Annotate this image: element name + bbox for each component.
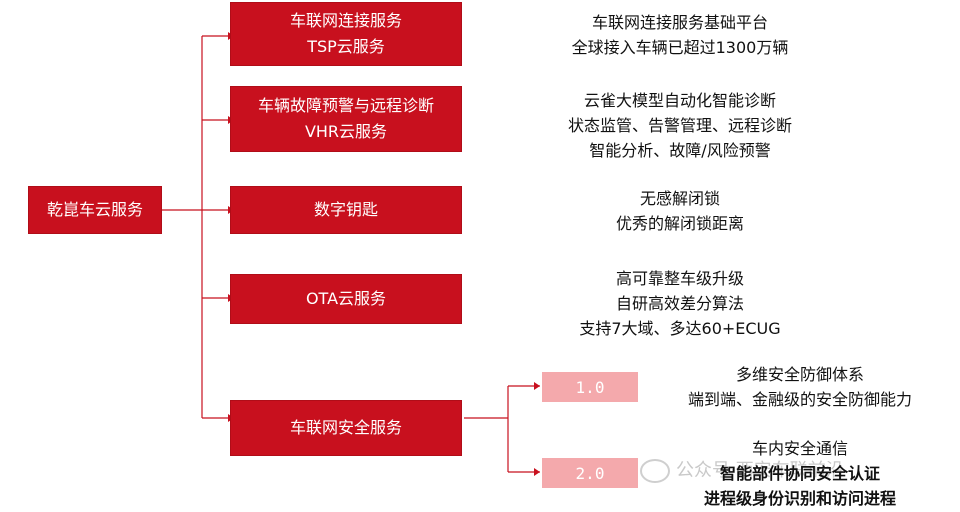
branch-digital-key-desc: 无感解闭锁 优秀的解闭锁距离 (520, 186, 840, 236)
branch-security-label: 车联网安全服务 (289, 418, 402, 437)
branch-ota-desc: 高可靠整车级升级 自研高效差分算法 支持7大域、多达60+ECUG (520, 266, 840, 341)
branch-tsp-line1: 车联网连接服务 (289, 11, 402, 30)
watermark-text: 公众号·西安车联前沿 (676, 460, 844, 481)
branch-security: 车联网安全服务 (230, 400, 462, 456)
security-sub-1-desc: 多维安全防御体系 端到端、金融级的安全防御能力 (660, 362, 940, 412)
desc-line: 自研高效差分算法 (615, 294, 744, 313)
desc-line: 全球接入车辆已超过1300万辆 (571, 38, 789, 57)
branch-tsp: 车联网连接服务 TSP云服务 (230, 2, 462, 66)
root-label: 乾崑车云服务 (46, 200, 143, 219)
desc-line: 进程级身份识别和访问进程 (703, 489, 896, 508)
security-sub-1: 1.0 (542, 372, 638, 402)
desc-line: 云雀大模型自动化智能诊断 (583, 91, 776, 110)
branch-vhr-desc: 云雀大模型自动化智能诊断 状态监管、告警管理、远程诊断 智能分析、故障/风险预警 (520, 88, 840, 163)
watermark: 公众号·西安车联前沿 (640, 456, 844, 483)
desc-line: 车内安全通信 (751, 439, 848, 458)
branch-digital-key: 数字钥匙 (230, 186, 462, 234)
branch-vhr-line2: VHR云服务 (304, 122, 388, 141)
branch-ota: OTA云服务 (230, 274, 462, 324)
wechat-icon (640, 459, 670, 483)
security-sub-2-desc: 车内安全通信 智能部件协同安全认证 进程级身份识别和访问进程 (660, 436, 940, 511)
desc-line: 多维安全防御体系 (735, 365, 864, 384)
desc-line: 车联网连接服务基础平台 (591, 13, 768, 32)
security-sub-1-label: 1.0 (575, 377, 605, 397)
desc-line: 智能分析、故障/风险预警 (589, 141, 771, 160)
branch-vhr: 车辆故障预警与远程诊断 VHR云服务 (230, 86, 462, 152)
root-node: 乾崑车云服务 (28, 186, 162, 234)
desc-line: 无感解闭锁 (639, 189, 720, 208)
desc-line: 状态监管、告警管理、远程诊断 (567, 116, 792, 135)
desc-line: 智能部件协同安全认证 (719, 464, 880, 483)
branch-vhr-line1: 车辆故障预警与远程诊断 (257, 96, 434, 115)
desc-line: 支持7大域、多达60+ECUG (579, 319, 781, 338)
desc-line: 端到端、金融级的安全防御能力 (687, 390, 912, 409)
branch-tsp-desc: 车联网连接服务基础平台 全球接入车辆已超过1300万辆 (520, 10, 840, 60)
branch-ota-label: OTA云服务 (305, 289, 387, 308)
branch-tsp-line2: TSP云服务 (307, 37, 385, 56)
security-sub-2: 2.0 (542, 458, 638, 488)
branch-digital-key-label: 数字钥匙 (313, 200, 378, 219)
desc-line: 高可靠整车级升级 (615, 269, 744, 288)
security-sub-2-label: 2.0 (575, 463, 605, 483)
desc-line: 优秀的解闭锁距离 (615, 214, 744, 233)
